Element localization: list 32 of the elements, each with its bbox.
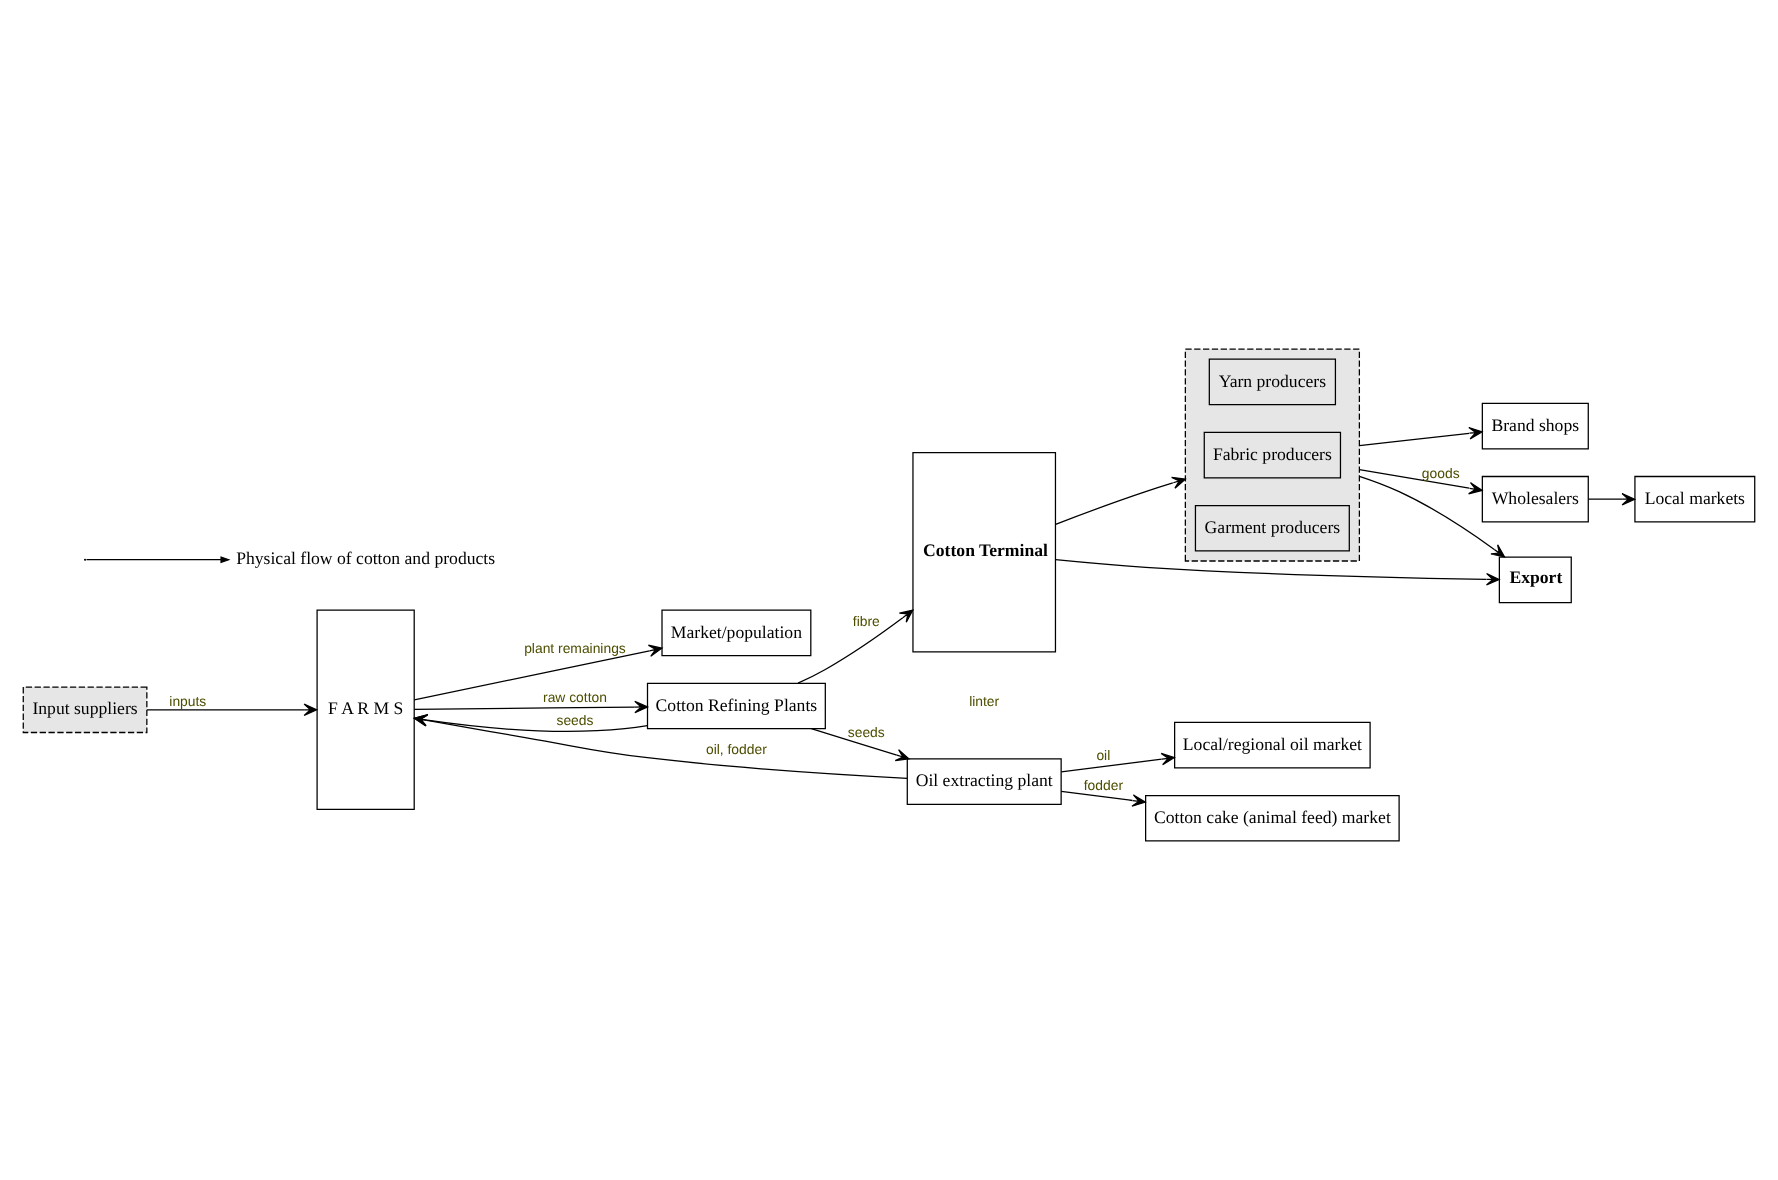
legend-label: Physical flow of cotton and products bbox=[236, 548, 496, 569]
node-box: Wholesalers bbox=[1481, 475, 1589, 523]
node-box: Export bbox=[1498, 556, 1572, 604]
arrow bbox=[1358, 475, 1506, 558]
node-box: Oil extracting plant bbox=[906, 758, 1062, 805]
arrow bbox=[146, 703, 318, 717]
node-box: Yarn producers bbox=[1208, 358, 1337, 406]
node-box: Local/regional oil market bbox=[1174, 721, 1371, 769]
arrow bbox=[1358, 468, 1483, 495]
node-box: Fabric producers bbox=[1203, 431, 1342, 479]
node-box: Market/population bbox=[661, 609, 812, 657]
node-box: F A R M S bbox=[316, 609, 415, 811]
arrow bbox=[810, 728, 910, 762]
node-box: Cotton Terminal bbox=[912, 451, 1057, 653]
node-box: Brand shops bbox=[1481, 402, 1589, 450]
node-box: Input suppliers bbox=[22, 686, 148, 734]
arrow bbox=[1054, 559, 1500, 586]
arrow bbox=[1060, 790, 1146, 807]
arrow bbox=[413, 700, 649, 714]
node-box: Garment producers bbox=[1194, 504, 1350, 552]
arrow bbox=[1054, 476, 1186, 525]
arrow bbox=[413, 644, 663, 701]
node-box: Local markets bbox=[1634, 475, 1756, 523]
arrow bbox=[1587, 492, 1636, 506]
node-box: Cotton cake (animal feed) market bbox=[1145, 794, 1400, 842]
arrow bbox=[1358, 427, 1483, 447]
node-box: Cotton Refining Plants bbox=[646, 682, 826, 730]
arrow bbox=[797, 609, 914, 684]
cluster bbox=[1184, 348, 1360, 562]
arrow bbox=[413, 713, 649, 732]
arrow bbox=[1060, 752, 1176, 773]
arrow bbox=[413, 714, 908, 779]
